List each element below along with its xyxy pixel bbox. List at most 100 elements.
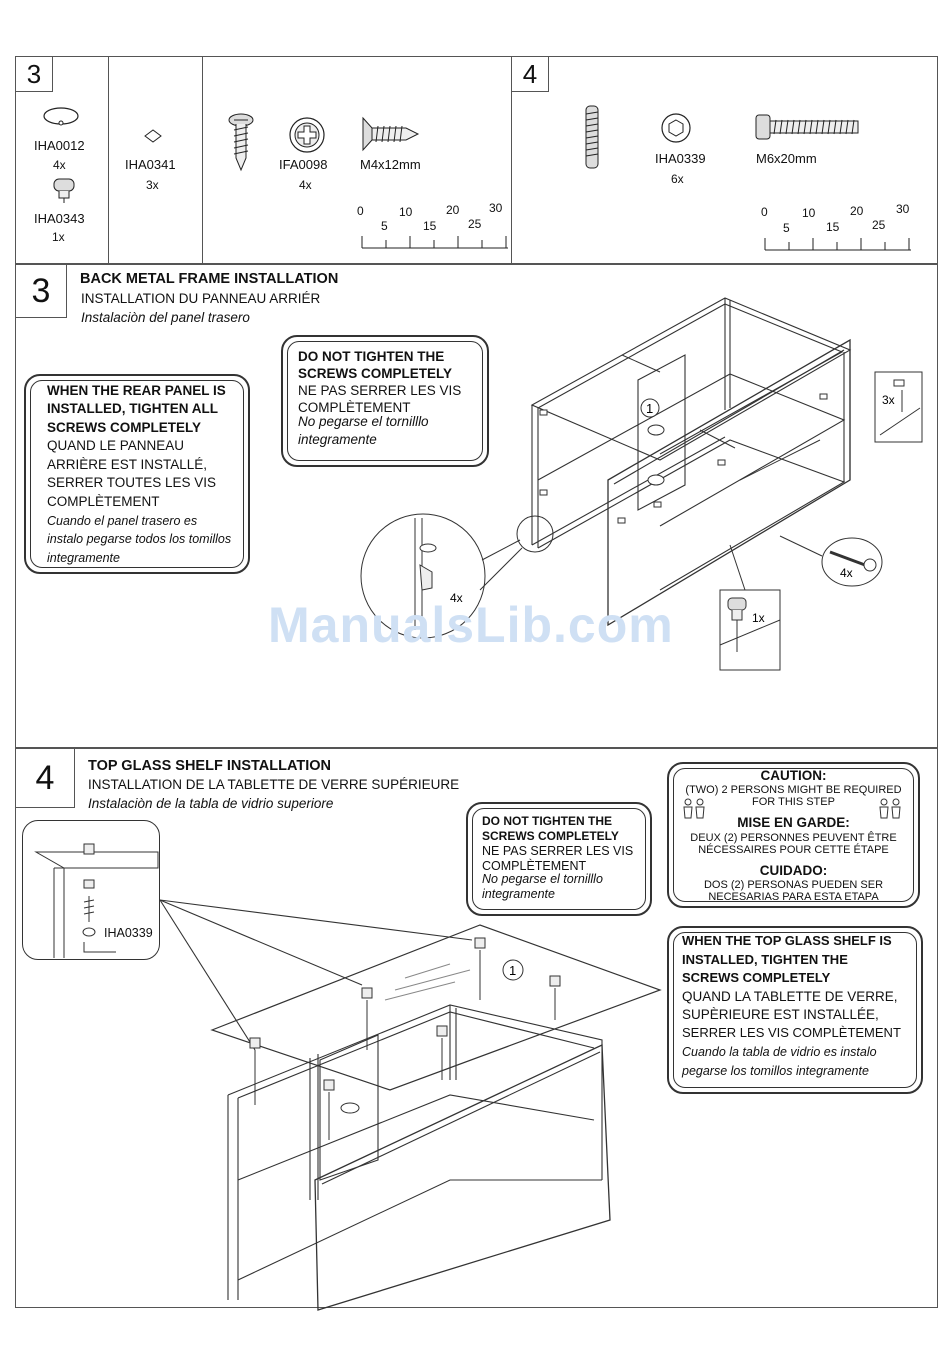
leveling-foot-icon: [53, 178, 75, 203]
note-line: ARRIÈRE EST INSTALLÉ,: [47, 457, 208, 472]
step3-part-number-label: 1: [646, 401, 653, 416]
caution-heading: CAUTION:: [760, 768, 827, 783]
note-line: SERRER LES VIS COMPLÈTEMENT: [682, 1025, 901, 1040]
watermark: ManualsLib.com: [268, 597, 674, 653]
step3-title: BACK METAL FRAME INSTALLATION: [80, 271, 339, 287]
cap-washer-icon: [43, 107, 79, 126]
caution-heading: CUIDADO:: [759, 863, 828, 878]
hardware-divider: [108, 56, 109, 264]
hardware-divider: [202, 56, 203, 264]
step3-qty-callout: 1x: [752, 611, 765, 625]
pad-icon: [144, 129, 162, 143]
ruler-label: 10: [399, 205, 413, 219]
step3-no-tighten-note: [281, 335, 489, 467]
hw-code-ifa0098: IFA0098: [279, 157, 328, 172]
caution-line: FOR THIS STEP: [752, 796, 835, 808]
step4-number: 4: [16, 749, 75, 808]
step4-title: TOP GLASS SHELF INSTALLATION: [88, 758, 332, 774]
hw-code-m6x20: M6x20mm: [756, 151, 817, 166]
ruler-label: 15: [826, 220, 840, 234]
hw-qty-ifa0098: 4x: [299, 178, 312, 192]
note-line: SCREWS COMPLETELY: [682, 970, 831, 985]
note-line: COMPLÈTEMENT: [47, 494, 160, 509]
bolt-vertical-icon: [585, 105, 599, 169]
note-line: COMPLÈTEMENT: [298, 400, 411, 415]
step4-glass-shelf-diagram: 1: [159, 899, 662, 1311]
note-line: NE PAS SERRER LES VIS: [298, 383, 462, 398]
long-bolt-icon: [755, 114, 859, 140]
step4-title-fr: INSTALLATION DE LA TABLETTE DE VERRE SUP…: [88, 777, 460, 792]
step3-qty-callout: 4x: [450, 591, 463, 605]
ruler-label: 30: [896, 202, 910, 216]
step4-no-tighten-note: [466, 802, 652, 916]
note-line: integramente: [47, 551, 120, 565]
caution-heading: MISE EN GARDE:: [737, 815, 850, 830]
hex-socket-icon: [661, 113, 691, 143]
note-line: QUAND LA TABLETTE DE VERRE,: [682, 989, 898, 1004]
ruler-scale: [361, 236, 508, 249]
note-line: Cuando la tabla de vidrio es instalo: [682, 1045, 877, 1059]
step3-number: 3: [16, 265, 67, 318]
ruler-label: 0: [357, 204, 364, 218]
note-line: SCREWS COMPLETELY: [47, 420, 202, 435]
note-line: SCREWS COMPLETELY: [298, 366, 453, 381]
ruler-label: 5: [381, 219, 388, 233]
note-line: No pegarse el tornilllo: [482, 872, 603, 886]
note-line: DO NOT TIGHTEN THE: [298, 349, 445, 364]
hw-qty-iha0012: 4x: [53, 158, 66, 172]
caution-line: NÉCESSAIRES POUR CETTE ÉTAPE: [698, 844, 889, 856]
note-line: NE PAS SERRER LES VIS: [482, 844, 634, 858]
hw-step4-number: 4: [512, 57, 549, 92]
step3-tighten-note: [24, 374, 250, 574]
two-persons-icon: [683, 798, 705, 819]
ruler-label: 20: [850, 204, 864, 218]
ruler-label: 20: [446, 203, 460, 217]
step3-qty-callout: 3x: [882, 393, 895, 407]
hardware-divider: [511, 56, 512, 264]
note-line: SERRER TOUTES LES VIS: [47, 475, 217, 490]
step3-title-es: Instalaciòn del panel trasero: [81, 310, 250, 325]
step4-detail-label: IHA0339: [104, 926, 153, 940]
note-line: No pegarse el tornilllo: [298, 414, 429, 429]
ruler-label: 15: [423, 219, 437, 233]
ruler-label: 25: [872, 218, 886, 232]
ruler-label: 0: [761, 205, 768, 219]
step3-panel: [15, 264, 938, 748]
hw-code-iha0341: IHA0341: [125, 157, 176, 172]
hw-qty-iha0341: 3x: [146, 178, 159, 192]
note-line: INSTALLED, TIGHTEN ALL: [47, 401, 218, 416]
note-line: Cuando el panel trasero es: [47, 514, 198, 528]
caution-line: DEUX (2) PERSONNES PEUVENT ÊTRE: [690, 832, 897, 844]
step4-caution-box: [667, 762, 920, 908]
step4-detail-drawing: [34, 843, 159, 958]
note-line: WHEN THE TOP GLASS SHELF IS: [682, 933, 892, 948]
note-line: integramente: [298, 432, 377, 447]
note-line: QUAND LE PANNEAU: [47, 438, 185, 453]
caution-line: (TWO) 2 PERSONS MIGHT BE REQUIRED: [685, 784, 902, 796]
note-line: integramente: [482, 887, 555, 901]
note-line: SCREWS COMPLETELY: [482, 829, 619, 843]
note-line: DO NOT TIGHTEN THE: [482, 814, 612, 828]
note-line: SUPÈRIEURE EST INSTALLÉE,: [682, 1007, 879, 1022]
ruler-scale: [764, 238, 911, 251]
note-line: instalo pegarse todos los tomillos: [47, 532, 232, 546]
ruler-label: 30: [489, 201, 503, 215]
note-line: INSTALLED, TIGHTEN THE: [682, 952, 848, 967]
step4-part-number-label: 1: [509, 963, 516, 978]
ruler-label: 10: [802, 206, 816, 220]
note-line: COMPLÈTEMENT: [482, 859, 587, 873]
countersunk-screw-icon: [362, 116, 420, 152]
step4-tighten-note: [667, 926, 923, 1094]
hw-code-m4x12: M4x12mm: [360, 157, 421, 172]
hw-code-iha0339: IHA0339: [655, 151, 706, 166]
two-persons-icon: [879, 798, 901, 819]
hw-code-iha0343: IHA0343: [34, 211, 85, 226]
note-line: pegarse los tomillos integramente: [682, 1064, 869, 1078]
hw-code-iha0012: IHA0012: [34, 138, 85, 153]
ruler-label: 25: [468, 217, 482, 231]
note-line: WHEN THE REAR PANEL IS: [47, 383, 226, 398]
wood-screw-icon: [228, 113, 254, 172]
hw-qty-iha0339: 6x: [671, 172, 684, 186]
step4-panel: [15, 748, 938, 1308]
hw-qty-iha0343: 1x: [52, 230, 65, 244]
